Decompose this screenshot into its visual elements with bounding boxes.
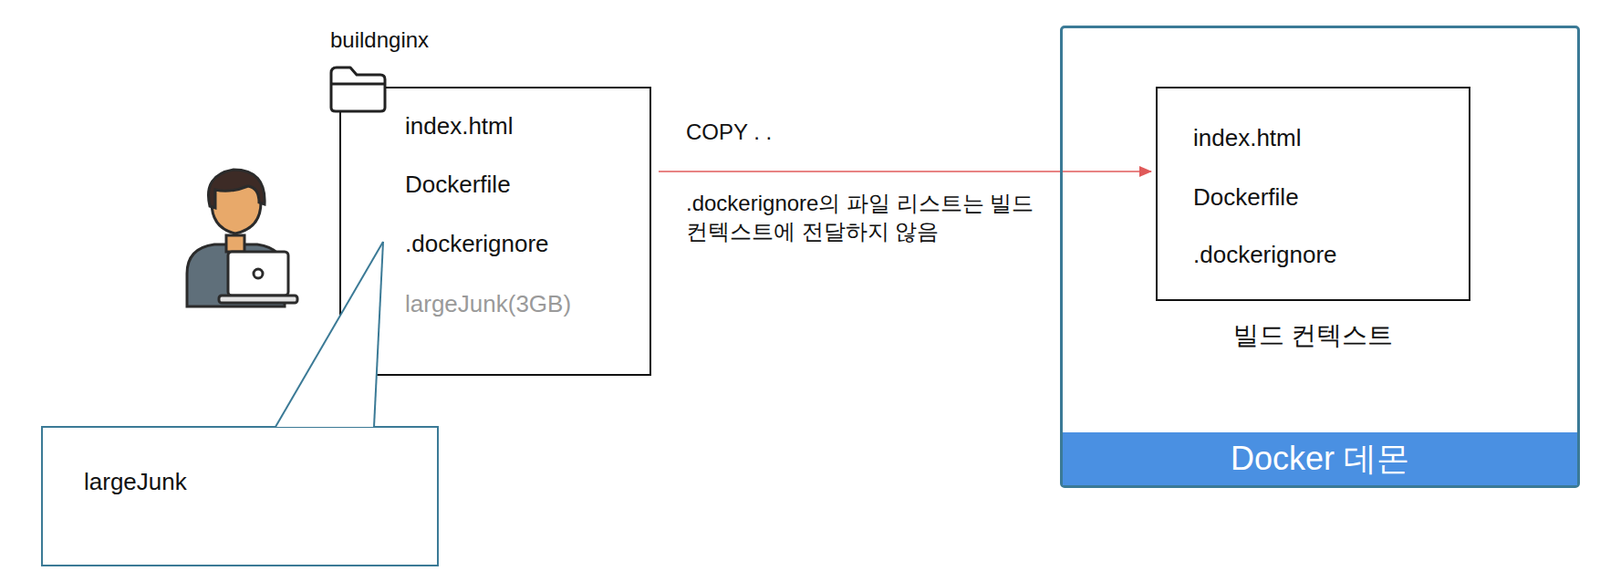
daemon-title: Docker 데몬 [1230,438,1410,478]
build-context-box: index.htmlDockerfile.dockerignore빌드 컨텍스트 [1155,86,1471,302]
developer-icon [187,169,298,307]
file-name: index.html [405,112,514,141]
file-name: .dockerignore [405,229,550,259]
callout-box: largeJunk [41,425,439,567]
docker-daemon-box: Docker 데몬 index.htmlDockerfile .dockerigno… [1059,25,1580,489]
folder-icon [331,67,385,112]
file-name: index.html [1193,124,1302,153]
edge-label: COPY . . [685,119,772,146]
file-name: .dockerignore [1193,240,1338,270]
folder-box: buildnginxindex.htmlDockerfile.dockerign… [339,86,652,376]
file-name: Dockerfile [1193,183,1299,212]
folder-name: buildnginx [330,27,429,54]
file-name: Dockerfile [405,170,511,199]
callout-tail [275,241,384,427]
context-caption: 빌드 컨텍스트 [1233,320,1394,352]
ignored-file-name: largeJunk(3GB) [405,290,572,319]
copy-arrow [658,170,1152,173]
title-bar: Docker 데몬 [1062,432,1578,486]
callout-text: largeJunk [83,467,188,497]
note-text: .dockerignore의 파일 리스트는 빌드 컨텍스트에 전달하지 않음 [685,188,1051,246]
